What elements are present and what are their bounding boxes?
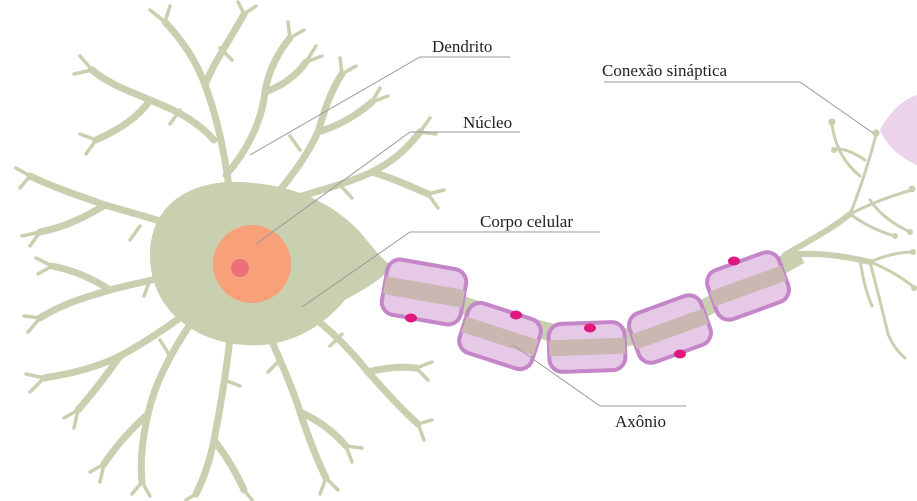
myelin-segment [380,257,469,326]
myelin-segment [456,300,544,373]
schwann-nucleus [584,324,596,333]
label-nucleus: Núcleo [463,113,512,132]
label-dendrite: Dendrito [432,37,492,56]
myelin-segment [703,249,792,324]
schwann-nucleus [728,257,740,266]
synaptic-target-cell [880,95,917,165]
axon-terminals [785,124,915,358]
schwann-nucleus [510,311,522,320]
nucleolus [231,259,249,277]
label-axon: Axônio [615,412,666,431]
label-cell-body: Corpo celular [480,212,573,231]
myelin-sheath [380,249,793,373]
nucleus [213,225,291,303]
myelin-segment [625,292,714,367]
schwann-nucleus [674,350,686,359]
leader-dendrite [250,57,510,155]
schwann-nucleus [405,314,417,323]
label-synapse: Conexão sináptica [602,61,728,80]
